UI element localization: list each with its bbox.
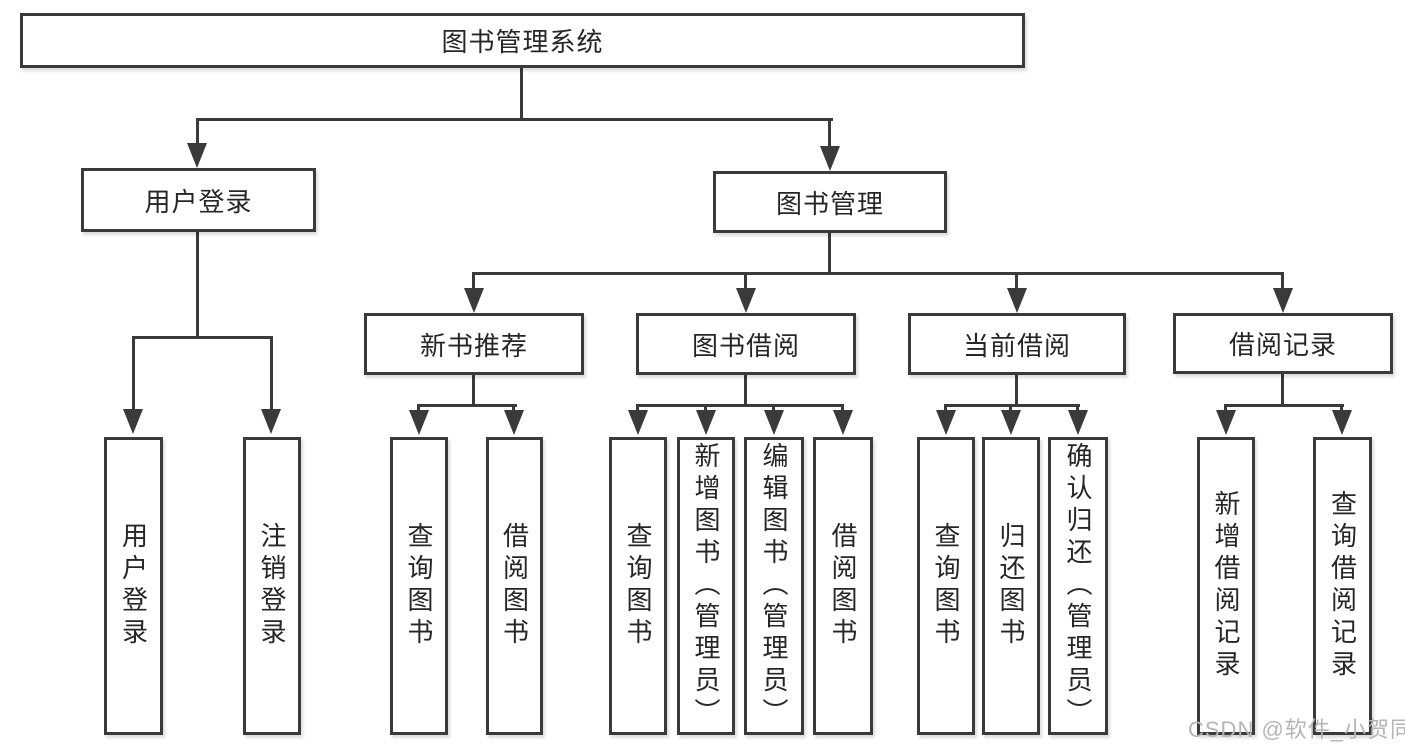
node-borrow-records: 借阅记录 bbox=[1173, 313, 1393, 374]
leaf-label: 查询图书 bbox=[404, 522, 434, 650]
node-label: 借阅记录 bbox=[1228, 330, 1337, 360]
arrowhead-icon bbox=[820, 146, 840, 171]
connector-line bbox=[1281, 272, 1284, 290]
leaf-edit-books-admin: 编辑图书（管理员） bbox=[744, 437, 804, 735]
leaf-user-login: 用户登录 bbox=[104, 437, 163, 735]
node-book-borrow: 图书借阅 bbox=[636, 313, 856, 375]
arrowhead-icon bbox=[736, 288, 756, 313]
leaf-label: 新增借阅记录 bbox=[1211, 490, 1241, 682]
node-label: 新书推荐 bbox=[419, 330, 528, 361]
node-user-login: 用户登录 bbox=[81, 168, 316, 232]
node-label: 用户登录 bbox=[144, 186, 253, 217]
node-book-management: 图书管理 bbox=[713, 171, 947, 233]
arrowhead-icon bbox=[464, 288, 484, 313]
connector-line bbox=[417, 404, 517, 407]
leaf-label: 借阅图书 bbox=[499, 522, 530, 650]
connector-line bbox=[1224, 404, 1344, 407]
arrowhead-icon bbox=[261, 409, 281, 434]
leaf-borrow-books-recommend: 借阅图书 bbox=[486, 437, 543, 735]
connector-line bbox=[744, 272, 747, 290]
connector-line bbox=[1224, 404, 1227, 412]
connector-line bbox=[196, 118, 833, 121]
connector-line bbox=[472, 375, 475, 406]
leaf-return-books: 归还图书 bbox=[982, 437, 1040, 735]
connector-line bbox=[472, 272, 1284, 275]
connector-line bbox=[132, 336, 273, 339]
connector-line bbox=[1076, 404, 1079, 412]
node-label: 当前借阅 bbox=[962, 330, 1071, 361]
node-current-borrow: 当前借阅 bbox=[908, 313, 1126, 375]
arrowhead-icon bbox=[1068, 410, 1088, 435]
arrowhead-icon bbox=[696, 410, 716, 435]
connector-line bbox=[841, 404, 844, 412]
leaf-label: 注销登录 bbox=[257, 522, 287, 650]
leaf-label: 归还图书 bbox=[996, 522, 1026, 650]
leaf-label: 用户登录 bbox=[118, 522, 149, 650]
connector-line bbox=[944, 404, 1080, 407]
connector-line bbox=[472, 272, 475, 290]
leaf-add-borrow-record: 新增借阅记录 bbox=[1197, 437, 1255, 735]
connector-line bbox=[196, 118, 199, 146]
connector-line bbox=[520, 68, 523, 118]
leaf-label: 确认归还（管理员） bbox=[1063, 442, 1093, 730]
connector-line bbox=[1340, 404, 1343, 412]
arrowhead-icon bbox=[504, 410, 524, 435]
arrowhead-icon bbox=[123, 409, 143, 434]
csdn-watermark: CSDN @软件_小贺同学 bbox=[1188, 717, 1405, 742]
connector-line bbox=[417, 404, 420, 412]
arrowhead-icon bbox=[936, 410, 956, 435]
connector-line bbox=[270, 336, 273, 412]
arrowhead-icon bbox=[1273, 288, 1293, 313]
arrowhead-icon bbox=[833, 410, 853, 435]
arrowhead-icon bbox=[1332, 410, 1352, 435]
connector-line bbox=[512, 404, 515, 412]
connector-line bbox=[772, 404, 775, 412]
leaf-borrow-books: 借阅图书 bbox=[813, 437, 873, 735]
leaf-query-books-borrow: 查询图书 bbox=[609, 437, 667, 735]
arrowhead-icon bbox=[764, 410, 784, 435]
leaf-add-books-admin: 新增图书（管理员） bbox=[677, 437, 735, 735]
connector-line bbox=[1015, 272, 1018, 290]
connector-line bbox=[1281, 374, 1284, 406]
leaf-label: 查询图书 bbox=[623, 522, 653, 650]
arrowhead-icon bbox=[628, 410, 648, 435]
leaf-label: 查询图书 bbox=[931, 522, 961, 650]
connector-line bbox=[828, 233, 831, 274]
leaf-query-books-current: 查询图书 bbox=[917, 437, 975, 735]
node-new-book-recommend: 新书推荐 bbox=[364, 313, 584, 375]
connector-line bbox=[1015, 375, 1018, 406]
connector-line bbox=[196, 232, 199, 336]
connector-line bbox=[132, 336, 135, 412]
node-root-system: 图书管理系统 bbox=[20, 13, 1025, 68]
leaf-query-books-recommend: 查询图书 bbox=[390, 437, 448, 735]
connector-line bbox=[944, 404, 947, 412]
leaf-query-borrow-record: 查询借阅记录 bbox=[1313, 437, 1372, 735]
arrowhead-icon bbox=[409, 410, 429, 435]
node-label: 图书管理系统 bbox=[441, 27, 604, 57]
leaf-label: 新增图书（管理员） bbox=[691, 442, 721, 730]
node-label: 图书借阅 bbox=[691, 330, 800, 361]
leaf-confirm-return-admin: 确认归还（管理员） bbox=[1048, 437, 1108, 735]
connector-line bbox=[828, 118, 831, 148]
arrowhead-icon bbox=[1001, 410, 1021, 435]
connector-line bbox=[1009, 404, 1012, 412]
arrowhead-icon bbox=[1007, 288, 1027, 313]
arrowhead-icon bbox=[187, 143, 207, 168]
leaf-label: 查询借阅记录 bbox=[1327, 490, 1358, 682]
connector-line bbox=[636, 404, 639, 412]
connector-line bbox=[744, 375, 747, 406]
node-label: 图书管理 bbox=[775, 188, 884, 219]
leaf-logout: 注销登录 bbox=[243, 437, 301, 735]
leaf-label: 编辑图书（管理员） bbox=[759, 442, 789, 730]
connector-line bbox=[704, 404, 707, 412]
arrowhead-icon bbox=[1216, 410, 1236, 435]
leaf-label: 借阅图书 bbox=[828, 522, 858, 650]
connector-line bbox=[636, 404, 844, 407]
